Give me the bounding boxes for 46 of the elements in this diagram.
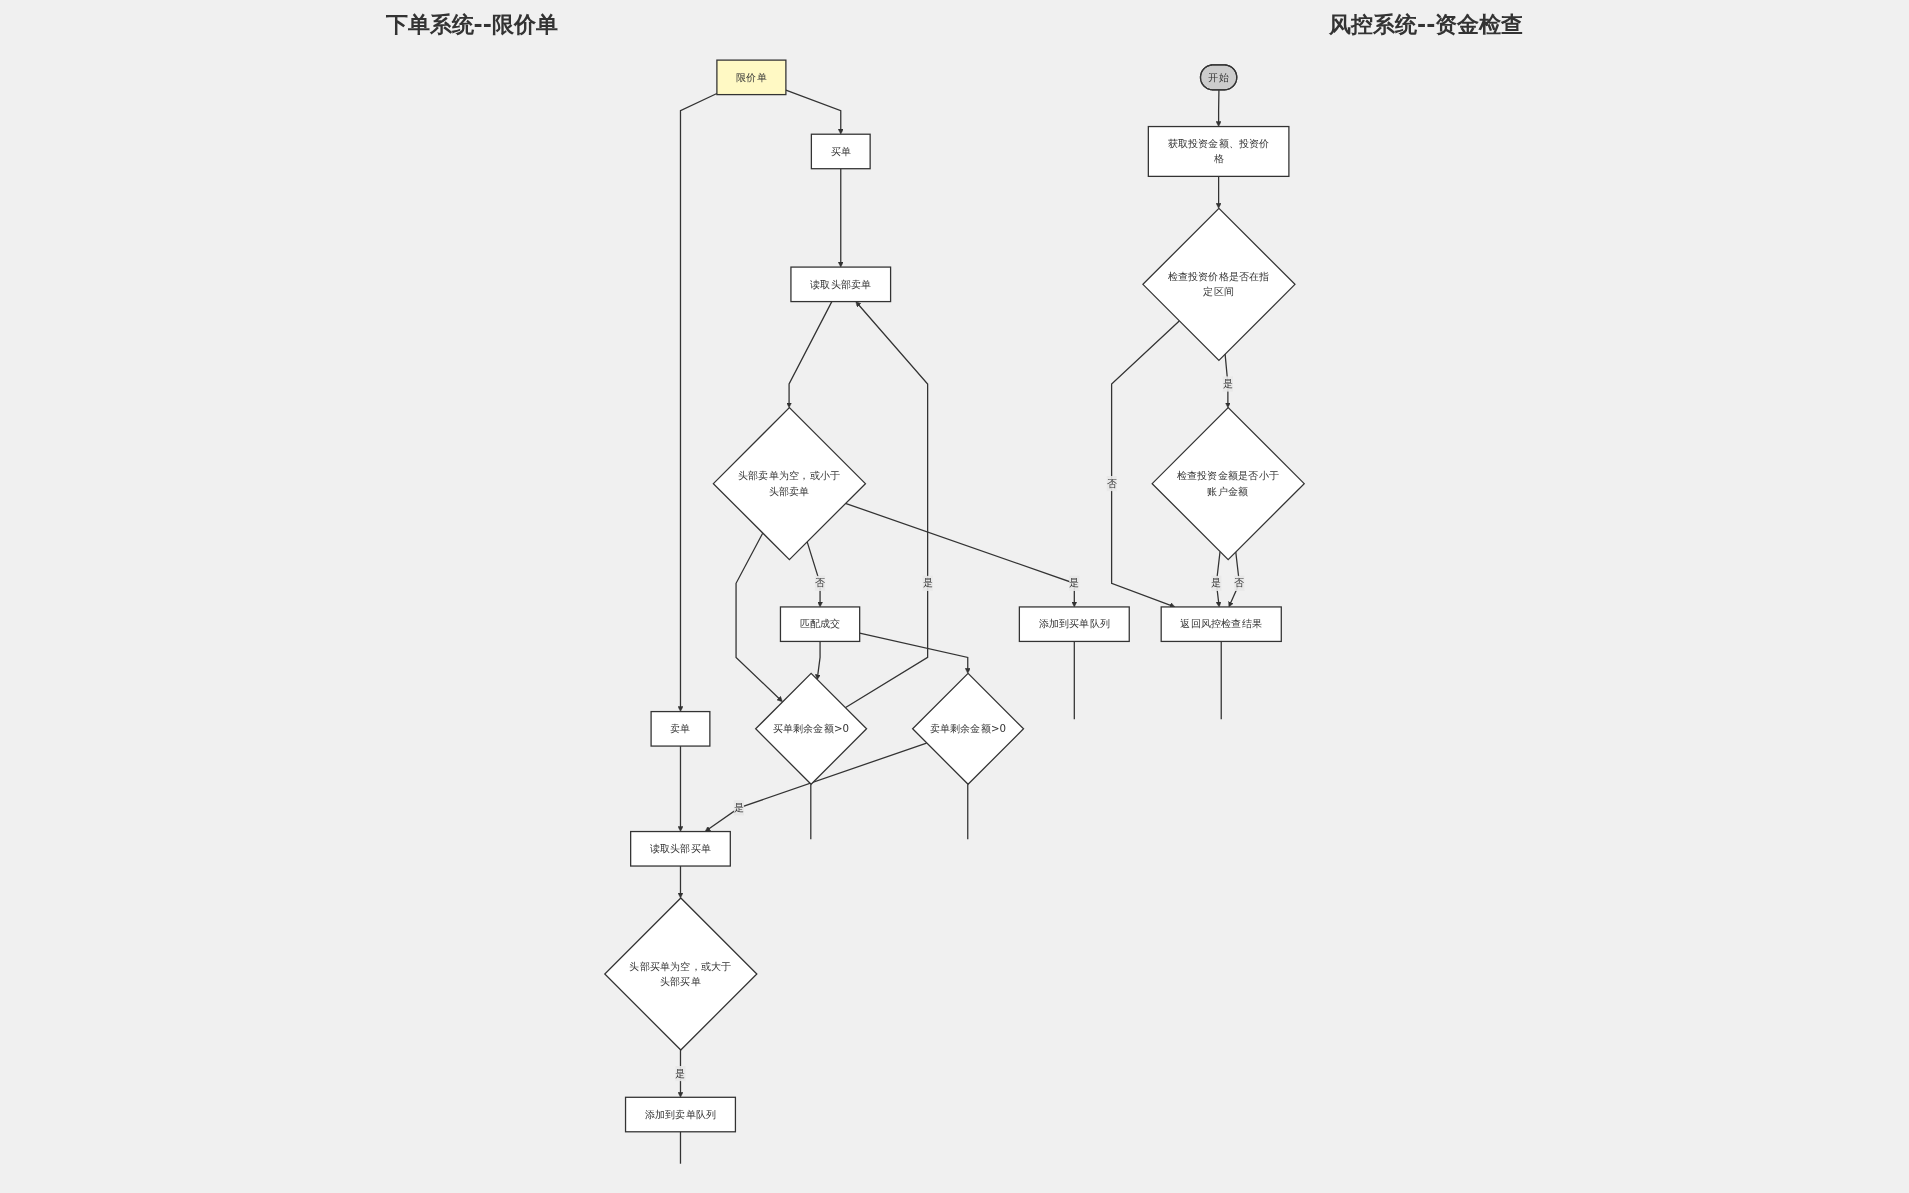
node-box: 获取投资金额、投资价格 [1147,125,1290,177]
node-diamond: 卖单剩余金额>0 [911,672,1025,786]
node-box: 限价单 [716,59,787,96]
node-box: 买单 [810,133,871,170]
node-diamond: 买单剩余金额>0 [754,672,868,786]
edge-label: 否 [1106,477,1117,490]
node-box: 返回风控检查结果 [1160,606,1282,643]
arrow [1110,320,1180,608]
node-box: 添加到买单队列 [1018,606,1130,643]
arrow [786,300,833,408]
edge-label: 是 [733,801,744,814]
arrow [1215,175,1222,209]
arrow [785,89,844,135]
arrow [677,92,718,712]
node-diamond: 检查投资金额是否小于账户金额 [1151,406,1306,561]
node-diamond: 检查投资价格是否在指定区间 [1142,207,1296,362]
edge-label: 是 [1222,377,1233,390]
edge-label: 否 [1234,576,1245,590]
edge-label: 是 [1211,576,1222,590]
arrow [677,865,684,899]
connector [810,783,812,840]
node-diamond: 头部卖单为空，或小于头部卖单 [712,406,867,561]
node-box: 匹配成交 [779,606,861,643]
node-diamond: 头部买单为空，或大于头部买单 [603,897,758,1051]
section-heading: 下单系统--限价单 [385,11,558,39]
connector [967,783,969,840]
node-box: 添加到卖单队列 [624,1096,737,1133]
connector [1220,640,1222,720]
arrow [844,301,929,709]
arrow [677,745,684,832]
edge-label: 是 [922,576,933,590]
connector [679,1131,682,1165]
arrow [859,632,971,674]
arrow [735,532,783,702]
arrow [837,168,844,268]
node-box: 卖单 [650,710,711,747]
edge-label: 否 [814,576,826,590]
arrow [704,742,928,832]
connector [1073,640,1075,720]
section-heading: 风控系统--资金检查 [1329,11,1524,39]
node-box: 读取头部卖单 [790,266,892,303]
node-box: 读取头部买单 [630,830,731,867]
arrow [815,640,821,680]
edge-label: 是 [675,1067,686,1080]
arrow [1215,89,1222,127]
edge-label: 是 [1069,576,1080,590]
